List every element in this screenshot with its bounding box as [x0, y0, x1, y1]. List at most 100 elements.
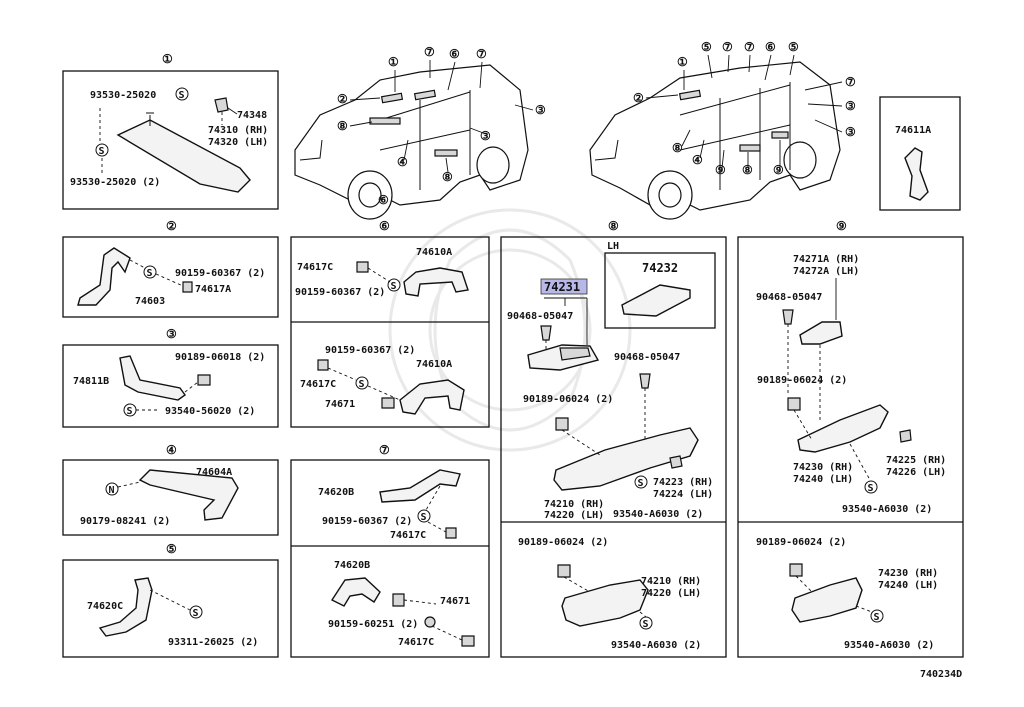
panel-9-armrest: ⑨ 74271A (RH) 74272A (LH) 90468-05047 90… — [737, 219, 964, 658]
label-74617c: 74617C — [390, 530, 426, 541]
label-74225-rh: 74225 (RH) — [886, 455, 946, 466]
armrest-icon — [561, 579, 649, 627]
label-74230-rh-lower: 74230 (RH) — [878, 568, 938, 579]
panel-6-grip: ⑥ 74617C 74610A S 90159-60367 (2) 90159-… — [290, 219, 490, 428]
svg-text:⑨: ⑨ — [715, 163, 726, 177]
panel-3-title: ③ — [166, 327, 177, 341]
assist-grip-icon — [904, 147, 929, 201]
svg-text:S: S — [99, 146, 105, 157]
label-74232: 74232 — [642, 261, 678, 275]
label-90159-60251: 90159-60251 (2) — [328, 619, 418, 630]
panel-7-title: ⑦ — [379, 443, 390, 457]
label-74671: 74671 — [440, 596, 470, 607]
panel-8-title: ⑧ — [608, 219, 619, 233]
svg-text:S: S — [868, 483, 874, 494]
label-74671: 74671 — [325, 399, 355, 410]
svg-text:S: S — [147, 268, 153, 279]
panel-4-title: ④ — [166, 443, 177, 457]
svg-text:⑦: ⑦ — [424, 45, 435, 59]
assist-grip-icon — [138, 469, 239, 521]
label-74231[interactable]: 74231 — [544, 280, 580, 294]
grip-handle-icon — [379, 469, 461, 503]
armrest-icon — [797, 404, 889, 453]
screw-symbol-icon: S — [175, 87, 189, 101]
label-93540-a6030-lower: 93540-A6030 (2) — [844, 640, 934, 651]
label-90189-06018: 90189-06018 (2) — [175, 352, 265, 363]
label-74224-lh: 74224 (LH) — [653, 489, 713, 500]
screw-symbol-icon: S — [355, 376, 369, 390]
panel-5-grip: ⑤ 74620C S 93311-26025 (2) — [62, 542, 279, 658]
svg-text:S: S — [127, 406, 133, 417]
label-74220-lh-lower: 74220 (LH) — [641, 588, 701, 599]
svg-text:⑨: ⑨ — [773, 163, 784, 177]
screw-symbol-icon: S — [143, 265, 157, 279]
armrest-icon — [553, 427, 699, 491]
label-90189-06024-lower: 90189-06024 (2) — [756, 537, 846, 548]
armrest-icon — [791, 577, 863, 623]
label-90159-60367: 90159-60367 (2) — [295, 287, 385, 298]
label-93530-25020-2: 93530-25020 (2) — [70, 177, 160, 188]
grip-handle-icon — [403, 267, 469, 297]
panel-7-grip: ⑦ 74620B 90159-60367 (2) S 74617C 74620B… — [290, 443, 490, 658]
screw-symbol-icon: S — [639, 616, 653, 630]
grip-handle-icon — [399, 379, 465, 415]
label-74610a-b: 74610A — [416, 359, 452, 370]
svg-text:S: S — [643, 619, 649, 630]
label-74210-rh-lower: 74210 (RH) — [641, 576, 701, 587]
svg-text:⑤: ⑤ — [788, 40, 799, 54]
svg-text:⑧: ⑧ — [442, 170, 453, 184]
svg-text:④: ④ — [397, 155, 408, 169]
svg-text:①: ① — [388, 55, 399, 69]
svg-text:S: S — [193, 608, 199, 619]
panel-1-title: ① — [162, 52, 173, 66]
label-74617c: 74617C — [297, 262, 333, 273]
svg-text:⑦: ⑦ — [476, 47, 487, 61]
switch-base-icon — [621, 284, 691, 317]
label-90468-05047: 90468-05047 — [507, 311, 573, 322]
svg-text:S: S — [421, 512, 427, 523]
screw-symbol-icon: S — [634, 475, 648, 489]
vehicle-left-callouts: ① ⑦ ⑥ ⑦ ② ③ ⑧ ③ ④ ⑧ ⑥ — [337, 45, 546, 207]
panel-2-grip: ② S 90159-60367 (2) 74617A 74603 — [62, 219, 279, 318]
label-74230-rh: 74230 (RH) — [793, 462, 853, 473]
assist-grip-icon — [98, 577, 153, 637]
panel-3-grip: ③ 90189-06018 (2) 74811B S 93540-56020 (… — [62, 327, 279, 428]
label-74604a: 74604A — [196, 467, 232, 478]
svg-text:⑦: ⑦ — [744, 40, 755, 54]
svg-text:③: ③ — [845, 99, 856, 113]
svg-text:⑦: ⑦ — [845, 75, 856, 89]
label-74272a-lh: 74272A (LH) — [793, 266, 859, 277]
label-74320-lh: 74320 (LH) — [208, 137, 268, 148]
label-93540-a6030-lower: 93540-A6030 (2) — [611, 640, 701, 651]
svg-text:⑧: ⑧ — [742, 163, 753, 177]
label-93540-a6030: 93540-A6030 (2) — [842, 504, 932, 515]
label-74220-lh: 74220 (LH) — [544, 510, 604, 521]
screw-symbol-icon: S — [417, 509, 431, 523]
svg-text:⑥: ⑥ — [765, 40, 776, 54]
svg-text:④: ④ — [692, 153, 703, 167]
panel-6-title: ⑥ — [379, 219, 390, 233]
label-74617c-b: 74617C — [398, 637, 434, 648]
label-lh: LH — [607, 241, 619, 252]
screw-symbol-icon: S — [864, 480, 878, 494]
panel-8-armrest: ⑧ LH 74232 74231 90468-05047 90468-05047… — [500, 219, 727, 658]
vehicle-right-callouts: ⑤ ⑦ ⑦ ⑥ ⑤ ① ⑦ ② ③ ③ ⑧ ④ ⑨ ⑧ ⑨ — [633, 40, 856, 177]
panel-1-sun-visor: ① 93530-25020 S 74348 74310 (RH) 74320 (… — [62, 52, 279, 210]
screw-symbol-icon: S — [95, 143, 109, 157]
vehicle-overview-left — [294, 64, 529, 220]
svg-text:③: ③ — [480, 129, 491, 143]
label-74271a-rh: 74271A (RH) — [793, 254, 859, 265]
svg-text:③: ③ — [535, 103, 546, 117]
svg-text:S: S — [874, 612, 880, 623]
label-90179-08241: 90179-08241 (2) — [80, 516, 170, 527]
svg-text:③: ③ — [845, 125, 856, 139]
suv-body-icon — [589, 61, 841, 211]
watermark-emblem — [388, 208, 632, 452]
highlight-74231[interactable] — [540, 278, 588, 295]
label-74617c-b: 74617C — [300, 379, 336, 390]
vehicle-overview-right — [589, 61, 841, 220]
label-74610a: 74610A — [416, 247, 452, 258]
wheel-icon — [783, 141, 817, 179]
panel-9-title: ⑨ — [836, 219, 847, 233]
